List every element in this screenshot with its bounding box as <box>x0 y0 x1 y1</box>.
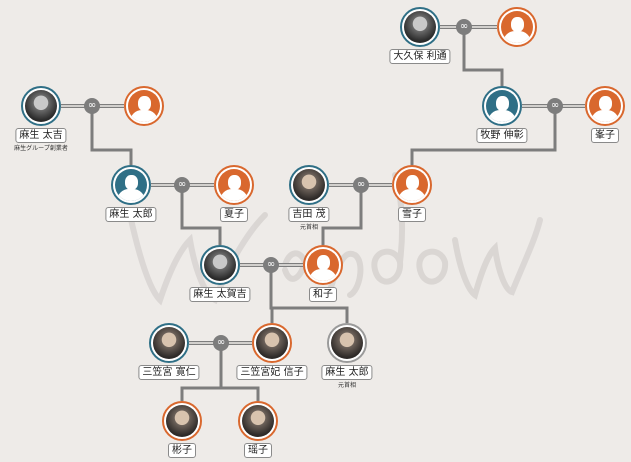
person-name-label: 夏子 <box>220 207 248 222</box>
silhouette-body <box>117 189 145 201</box>
person-aso-taro-sr[interactable] <box>111 165 151 205</box>
silhouette-head <box>495 96 509 111</box>
person-akiko[interactable] <box>162 401 202 441</box>
marriage-icon: ∞ <box>263 257 279 273</box>
person-photo <box>153 327 185 359</box>
person-name-label: 牧野 伸彰 <box>476 128 528 143</box>
watermark-logo <box>127 172 543 306</box>
person-silhouette-icon <box>307 249 339 281</box>
person-silhouette-icon <box>486 90 518 122</box>
person-silhouette-icon <box>115 169 147 201</box>
person-name-label: 大久保 利通 <box>389 49 451 64</box>
marriage-icon: ∞ <box>84 98 100 114</box>
marriage-icon: ∞ <box>456 19 472 35</box>
person-name-label: 三笠宮妃 信子 <box>236 365 308 380</box>
person-yoshida[interactable] <box>289 165 329 205</box>
person-silhouette-icon <box>396 169 428 201</box>
person-mineko[interactable] <box>585 86 625 126</box>
person-photo <box>166 405 198 437</box>
marriage-icon: ∞ <box>547 98 563 114</box>
person-okubo[interactable] <box>400 7 440 47</box>
person-natsuko[interactable] <box>214 165 254 205</box>
person-okubo-wife[interactable] <box>497 7 537 47</box>
person-photo <box>25 90 57 122</box>
person-name-label: 麻生 太吉 <box>15 128 67 143</box>
silhouette-head <box>227 175 241 190</box>
person-takakichi[interactable] <box>200 245 240 285</box>
person-photo <box>204 249 236 281</box>
silhouette-body <box>398 189 426 201</box>
person-aso-taro[interactable] <box>327 323 367 363</box>
silhouette-head <box>405 175 419 190</box>
person-photo <box>331 327 363 359</box>
silhouette-body <box>488 110 516 122</box>
person-name-label: 麻生 太賀吉 <box>189 287 251 302</box>
person-name-label: 三笠宮 寛仁 <box>138 365 200 380</box>
person-kazuko[interactable] <box>303 245 343 285</box>
person-yukiko[interactable] <box>392 165 432 205</box>
person-silhouette-icon <box>501 11 533 43</box>
marriage-icon: ∞ <box>213 335 229 351</box>
silhouette-head <box>137 96 151 111</box>
person-aso-takichi[interactable] <box>21 86 61 126</box>
person-name-label: 瑶子 <box>244 443 272 458</box>
silhouette-body <box>220 189 248 201</box>
person-silhouette-icon <box>218 169 250 201</box>
silhouette-head <box>316 255 330 270</box>
person-photo <box>404 11 436 43</box>
person-name-label: 和子 <box>309 287 337 302</box>
person-photo <box>242 405 274 437</box>
person-name-label: 峯子 <box>591 128 619 143</box>
person-yoko[interactable] <box>238 401 278 441</box>
person-note: 麻生グループ創業者 <box>14 145 68 152</box>
silhouette-head <box>598 96 612 111</box>
person-silhouette-icon <box>589 90 621 122</box>
silhouette-body <box>309 269 337 281</box>
person-takichi-wife[interactable] <box>124 86 164 126</box>
person-makino[interactable] <box>482 86 522 126</box>
silhouette-head <box>510 17 524 32</box>
person-note: 元首相 <box>299 224 319 231</box>
person-note: 元首相 <box>337 382 357 389</box>
person-name-label: 麻生 太郎 <box>105 207 157 222</box>
person-nobuko[interactable] <box>252 323 292 363</box>
person-photo <box>256 327 288 359</box>
silhouette-body <box>503 31 531 43</box>
person-name-label: 麻生 太郎 <box>321 365 373 380</box>
person-name-label: 吉田 茂 <box>288 207 330 222</box>
silhouette-head <box>124 175 138 190</box>
person-photo <box>293 169 325 201</box>
person-name-label: 彬子 <box>168 443 196 458</box>
person-name-label: 雪子 <box>398 207 426 222</box>
person-tomohito[interactable] <box>149 323 189 363</box>
person-silhouette-icon <box>128 90 160 122</box>
marriage-icon: ∞ <box>174 177 190 193</box>
silhouette-body <box>591 110 619 122</box>
silhouette-body <box>130 110 158 122</box>
marriage-icon: ∞ <box>353 177 369 193</box>
